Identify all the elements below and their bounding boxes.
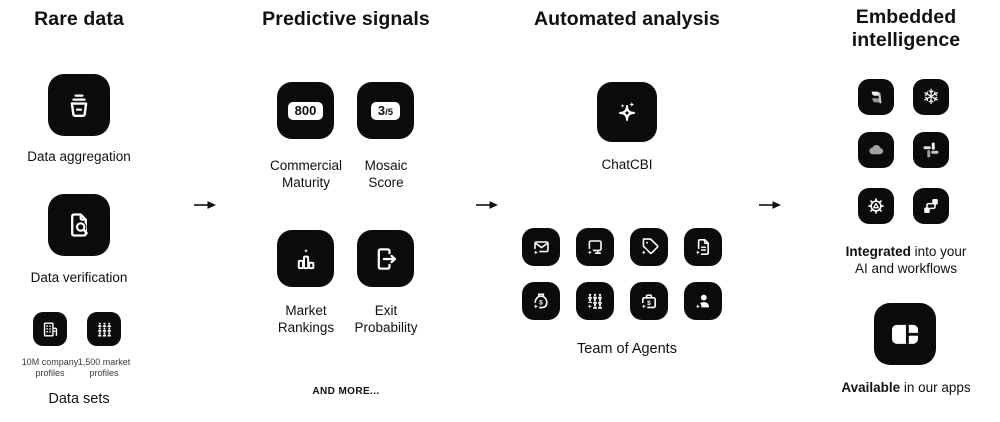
deal-tag-agent-tile (630, 228, 668, 266)
data-aggregation-bin-icon (70, 94, 88, 117)
person-agent-tile (684, 282, 722, 320)
email-agent-icon (532, 241, 549, 257)
market-profiles-label: 1,500 market profiles (77, 357, 131, 378)
market-grid-agent-tile (576, 282, 614, 320)
exit-arrow-icon (377, 247, 396, 270)
chatcbi-tile (597, 82, 657, 142)
team-of-agents-label: Team of Agents (577, 341, 677, 357)
sparkles-icon (618, 101, 636, 121)
chat-agent-icon (586, 240, 602, 257)
exit-probability-label: Exit Probability (354, 303, 418, 335)
column-title-embedded-intelligence: Embedded intelligence (851, 6, 961, 51)
chat-agent-tile (576, 228, 614, 266)
available-caption-rest: in our apps (900, 380, 971, 395)
data-sets-label: Data sets (48, 391, 110, 407)
data-verification-doc-search-icon (71, 213, 88, 237)
cb-insights-apps-icon (892, 324, 918, 344)
available-caption-bold: Available (841, 380, 901, 395)
flow-arrow-icon (194, 201, 216, 209)
slack-tile (913, 132, 949, 168)
dollar-glyph: $ (539, 299, 543, 306)
mosaic-score-label: Mosaic Score (364, 158, 408, 190)
integrated-caption-line2: AI and workflows (854, 261, 958, 276)
mosaic-score-tile: 3/5 (357, 82, 414, 139)
market-profiles-tile (87, 312, 121, 346)
document-agent-icon (694, 239, 709, 257)
copilot-tile (858, 79, 894, 115)
email-agent-tile (522, 228, 560, 266)
market-rankings-label: Market Rankings (277, 303, 335, 335)
salesforce-tile (858, 132, 894, 168)
column-title-rare-data: Rare data (34, 8, 124, 30)
data-verification-label: Data verification (30, 270, 128, 285)
badge-main: 800 (294, 102, 317, 118)
data-aggregation-tile (48, 74, 110, 136)
microsoft-copilot-logo (871, 91, 882, 104)
person-agent-icon (694, 294, 709, 311)
market-rankings-chart-icon (297, 247, 314, 269)
briefcase-agent-icon: $ (640, 294, 656, 311)
chatcbi-label: ChatCBI (601, 157, 653, 172)
company-building-icon (43, 322, 57, 336)
slack-logo (923, 142, 939, 158)
score-badge-3-5: 3/5 (370, 101, 401, 120)
briefcase-agent-tile: $ (630, 282, 668, 320)
available-caption: Available in our apps (806, 379, 1000, 396)
document-agent-tile (684, 228, 722, 266)
integrated-caption-rest: into your (910, 244, 967, 259)
cbi-apps-tile (874, 303, 936, 365)
salesforce-logo (869, 144, 884, 155)
deal-tag-agent-icon (640, 238, 659, 257)
workflow-tile (913, 188, 949, 224)
badge-main: 3 (377, 102, 386, 118)
data-verification-tile (48, 194, 110, 256)
company-profiles-label: 10M company profiles (21, 357, 79, 378)
integrated-caption: Integrated into your AI and workflows (816, 243, 996, 277)
integrated-caption-bold: Integrated (845, 244, 911, 259)
column-title-predictive-signals: Predictive signals (262, 8, 430, 30)
snowflake-logo: ❄ (922, 85, 940, 109)
gear-automation-tile (858, 188, 894, 224)
commercial-maturity-tile: 800 (277, 82, 334, 139)
market-people-grid-icon (97, 322, 111, 336)
data-aggregation-label: Data aggregation (27, 149, 131, 164)
market-grid-agent-icon (586, 293, 602, 311)
snowflake-tile: ❄ (913, 79, 949, 115)
flow-arrow-icon (759, 201, 781, 209)
gear-automation-logo (868, 198, 884, 214)
dollar-glyph: $ (647, 300, 651, 307)
flow-arrow-icon (476, 201, 498, 209)
score-badge-800: 800 (287, 101, 324, 120)
workflow-logo (924, 199, 938, 213)
market-rankings-tile (277, 230, 334, 287)
company-profiles-tile (33, 312, 67, 346)
commercial-maturity-label: Commercial Maturity (269, 158, 342, 190)
and-more-label: AND MORE... (312, 386, 380, 397)
money-bag-agent-icon: $ (532, 293, 548, 311)
money-bag-agent-tile: $ (522, 282, 560, 320)
badge-sub: /5 (385, 106, 394, 118)
exit-probability-tile (357, 230, 414, 287)
column-title-automated-analysis: Automated analysis (533, 8, 721, 30)
